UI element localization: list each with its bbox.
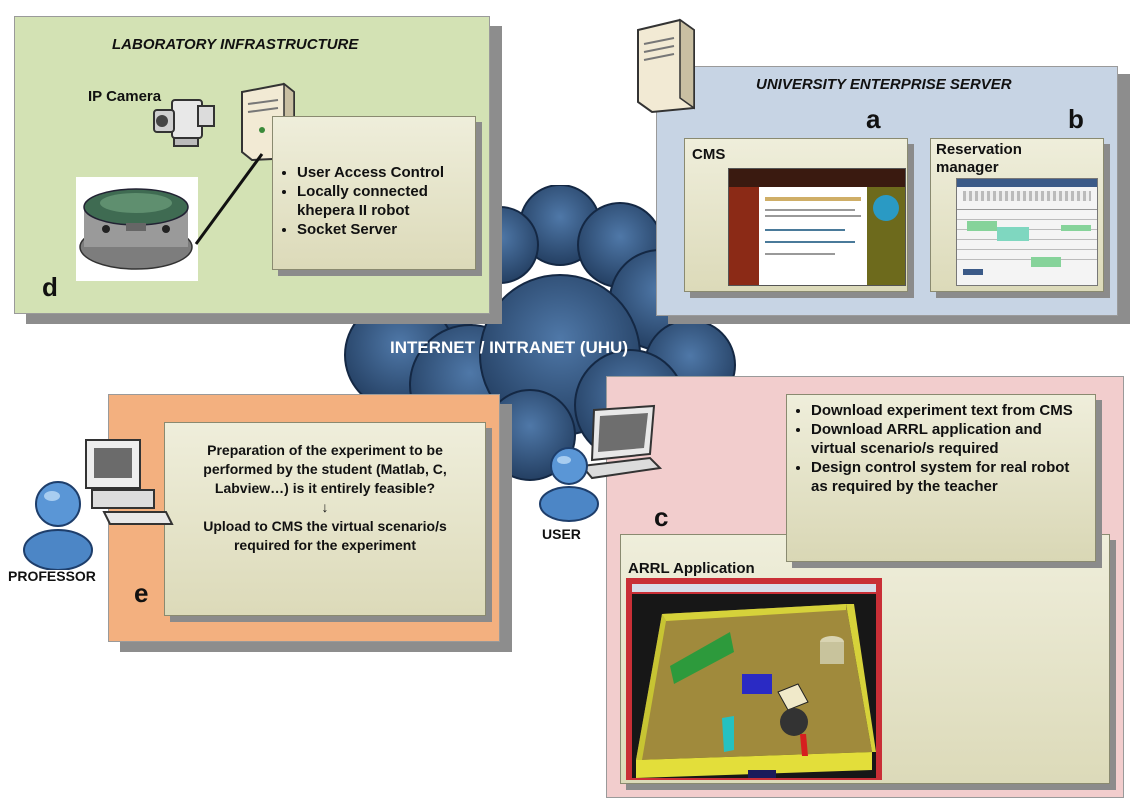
user-task-item: Download experiment text from CMS xyxy=(811,401,1087,420)
lab-letter-d: d xyxy=(42,272,58,302)
user-task-item: Design control system for real robot as … xyxy=(811,458,1087,496)
server-letter-a: a xyxy=(866,104,881,134)
professor-task-box: Preparation of the experiment to be perf… xyxy=(164,422,486,616)
user-letter-c: c xyxy=(654,502,669,532)
cms-label: CMS xyxy=(692,146,726,163)
enterprise-server-icon xyxy=(637,18,695,114)
user-tasks-list: Download experiment text from CMS Downlo… xyxy=(787,401,1087,496)
lab-feature-item: User Access Control xyxy=(297,163,475,182)
cloud-label: INTERNET / INTRANET (UHU) xyxy=(390,338,628,357)
reservation-label: Reservation manager xyxy=(936,141,1022,176)
professor-person-icon xyxy=(23,481,93,570)
professor-task-bottom: Upload to CMS the virtual scenario/s req… xyxy=(203,518,447,553)
arrl-application-screenshot xyxy=(626,578,882,780)
arrl-application-label: ARRL Application xyxy=(628,560,755,577)
lab-feature-item: Locally connected khepera II robot xyxy=(297,182,475,220)
ip-camera-label: IP Camera xyxy=(88,88,162,105)
professor-letter-e: e xyxy=(134,578,149,608)
robot-cable-line xyxy=(194,153,264,245)
professor-label: PROFESSOR xyxy=(8,568,96,584)
server-letter-b: b xyxy=(1068,104,1084,134)
professor-task-arrow: ↓ xyxy=(321,499,329,515)
khepera-robot-image xyxy=(76,177,198,281)
lab-features-list: User Access Control Locally connected kh… xyxy=(273,163,475,239)
user-task-item: Download ARRL application and virtual sc… xyxy=(811,420,1087,458)
user-tasks-box: Download experiment text from CMS Downlo… xyxy=(786,394,1096,562)
reservation-screenshot xyxy=(956,178,1098,286)
lab-feature-item: Socket Server xyxy=(297,220,475,239)
user-label: USER xyxy=(542,526,581,542)
professor-task-top: Preparation of the experiment to be perf… xyxy=(203,442,447,496)
laboratory-title: LABORATORY INFRASTRUCTURE xyxy=(112,36,359,53)
cms-screenshot xyxy=(728,168,906,286)
ip-camera-icon xyxy=(153,99,215,147)
desktop-computer-icon xyxy=(85,439,174,525)
user-person-icon xyxy=(539,447,599,522)
server-title: UNIVERSITY ENTERPRISE SERVER xyxy=(756,76,1012,93)
lab-features-box: User Access Control Locally connected kh… xyxy=(272,116,476,270)
laptop-icon xyxy=(580,404,662,480)
